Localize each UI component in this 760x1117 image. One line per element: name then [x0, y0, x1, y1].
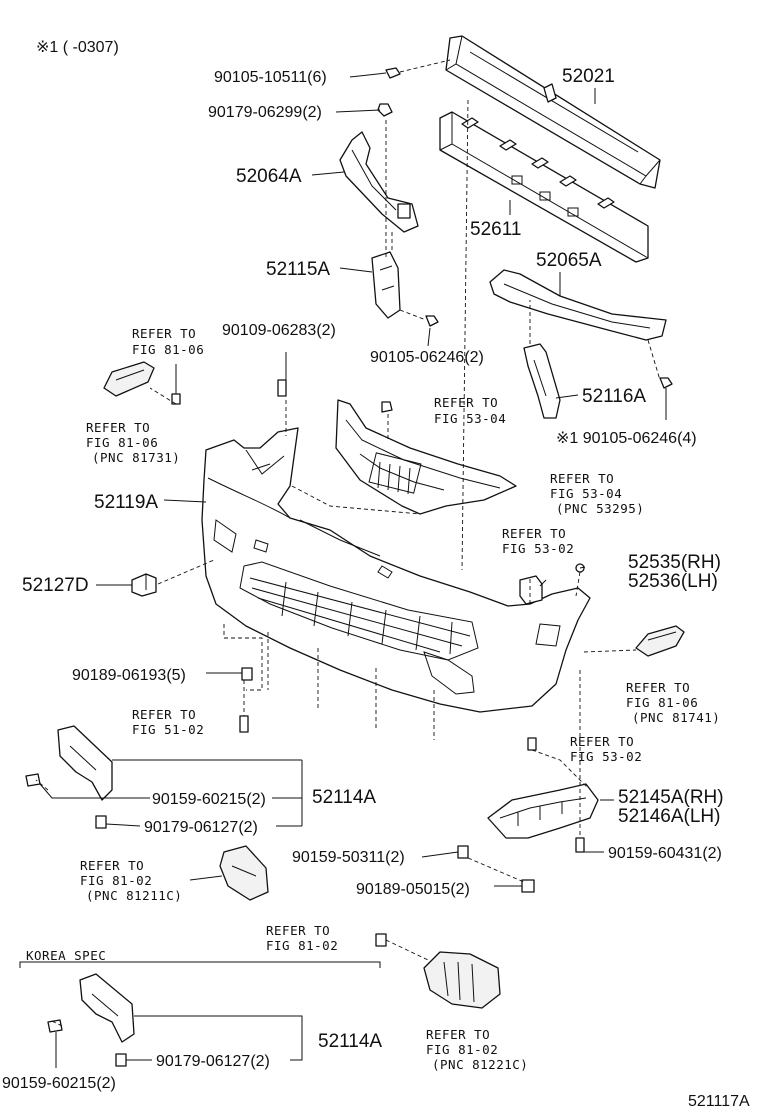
ref-note-81-06-pnc-81731: REFER TO FIG 81-06 (PNC 81731) [86, 420, 180, 465]
fasteners [25, 67, 673, 1067]
callout-labels: ※1 ( -0307) 90105-10511(6) 52021 90179-0… [2, 39, 750, 1110]
callout-90179-06299: 90179-06299(2) [208, 104, 322, 121]
svg-text:FIG 53-02: FIG 53-02 [570, 749, 642, 764]
part-52611-absorber [439, 111, 649, 263]
korea-spec-label: KOREA SPEC [26, 948, 106, 963]
callout-korea-52114A: 52114A [318, 1031, 382, 1052]
callout-90105-06246: 90105-06246(2) [370, 349, 484, 366]
leader-lines [19, 72, 667, 1068]
figure-code: 521117A [688, 1093, 750, 1110]
part-fog-lamp-right [423, 951, 501, 1009]
callout-90159-50311: 90159-50311(2) [292, 849, 405, 866]
callout-52116A: 52116A [582, 386, 646, 407]
reference-notes: REFER TO FIG 81-06 REFER TO FIG 81-06 (P… [80, 326, 720, 1072]
svg-text:REFER TO: REFER TO [80, 858, 144, 873]
callout-52115A: 52115A [266, 259, 330, 280]
svg-text:FIG 81-06: FIG 81-06 [626, 695, 698, 710]
svg-text:FIG 81-06: FIG 81-06 [132, 342, 204, 357]
part-side-marker-right [635, 625, 685, 657]
callout-52535: 52535(RH) [628, 552, 721, 573]
ref-note-53-04-pnc-53295: REFER TO FIG 53-04 (PNC 53295) [550, 471, 644, 516]
callout-52119A: 52119A [94, 492, 158, 513]
callout-52145A: 52145A(RH) [618, 787, 724, 808]
ref-note-81-02-pnc-81221c: REFER TO FIG 81-02 (PNC 81221C) [426, 1027, 528, 1072]
ref-note-81-06-upper: REFER TO FIG 81-06 [132, 326, 204, 357]
svg-text:REFER TO: REFER TO [626, 680, 690, 695]
ref-note-53-02-lower: REFER TO FIG 53-02 [570, 734, 642, 764]
part-korea-52114A-bracket [79, 973, 135, 1043]
callout-52611: 52611 [470, 219, 521, 240]
callout-90105-06246-4: ※1 90105-06246(4) [556, 430, 697, 447]
ref-note-81-06-pnc-81741: REFER TO FIG 81-06 (PNC 81741) [626, 680, 720, 725]
svg-text:FIG 53-02: FIG 53-02 [502, 541, 574, 556]
svg-text:REFER TO: REFER TO [86, 420, 150, 435]
svg-text:(PNC 81211C): (PNC 81211C) [86, 888, 182, 903]
svg-text:(PNC 53295): (PNC 53295) [556, 501, 644, 516]
ref-note-53-02-upper: REFER TO FIG 53-02 [502, 526, 574, 556]
svg-text:FIG 81-02: FIG 81-02 [426, 1042, 498, 1057]
callout-korea-90179-06127: 90179-06127(2) [156, 1053, 270, 1070]
callout-52065A: 52065A [536, 250, 602, 271]
ref-note-81-02-pnc-81211c: REFER TO FIG 81-02 (PNC 81211C) [80, 858, 182, 903]
part-fog-lamp-left [219, 845, 269, 901]
callout-90189-06193: 90189-06193(5) [72, 667, 186, 684]
svg-text:FIG 51-02: FIG 51-02 [132, 722, 204, 737]
svg-text:FIG 81-02: FIG 81-02 [266, 938, 338, 953]
svg-text:(PNC 81741): (PNC 81741) [632, 710, 720, 725]
svg-text:(PNC 81731): (PNC 81731) [92, 450, 180, 465]
svg-text:REFER TO: REFER TO [266, 923, 330, 938]
part-52535-retainer [519, 563, 585, 605]
part-52127D-plug [131, 573, 157, 597]
ref-note-53-04-upper: REFER TO FIG 53-04 [434, 395, 506, 426]
svg-text:REFER TO: REFER TO [434, 395, 498, 410]
callout-52127D: 52127D [22, 575, 89, 596]
part-side-marker-left [103, 361, 155, 397]
callout-90159-60431: 90159-60431(2) [608, 845, 722, 862]
part-52021-reinforcement-bar [445, 35, 661, 189]
svg-text:FIG 53-04: FIG 53-04 [550, 486, 622, 501]
part-52064A-bracket [339, 131, 419, 233]
callout-90159-60215: 90159-60215(2) [152, 791, 266, 808]
part-52119A-bumper-cover [201, 427, 591, 713]
ref-note-51-02: REFER TO FIG 51-02 [132, 707, 204, 737]
callout-52064A: 52064A [236, 166, 302, 187]
ref-note-81-02-upper: REFER TO FIG 81-02 [266, 923, 338, 953]
svg-text:REFER TO: REFER TO [426, 1027, 490, 1042]
part-52145A-retainer [487, 783, 599, 839]
callout-90179-06127: 90179-06127(2) [144, 819, 258, 836]
callout-52114A: 52114A [312, 787, 376, 808]
header-note: ※1 ( -0307) [36, 39, 119, 56]
part-52116A-bracket [523, 343, 561, 419]
part-grille [335, 399, 517, 515]
svg-text:FIG 53-04: FIG 53-04 [434, 411, 506, 426]
callout-52021: 52021 [562, 66, 615, 87]
part-52115A-bracket [371, 251, 401, 319]
assembly-lines [35, 59, 661, 1027]
svg-text:FIG 81-02: FIG 81-02 [80, 873, 152, 888]
callout-90189-05015: 90189-05015(2) [356, 881, 470, 898]
svg-text:REFER TO: REFER TO [550, 471, 614, 486]
part-52114A-bracket [57, 725, 113, 801]
svg-text:REFER TO: REFER TO [502, 526, 566, 541]
svg-text:REFER TO: REFER TO [132, 707, 196, 722]
svg-text:(PNC 81221C): (PNC 81221C) [432, 1057, 528, 1072]
callout-52146A: 52146A(LH) [618, 806, 720, 827]
callout-90105-10511: 90105-10511(6) [214, 69, 327, 86]
callout-52536: 52536(LH) [628, 571, 718, 592]
svg-text:FIG 81-06: FIG 81-06 [86, 435, 158, 450]
callout-korea-90159-60215: 90159-60215(2) [2, 1075, 116, 1092]
part-52065A-bracket [489, 269, 667, 341]
callout-90109-06283: 90109-06283(2) [222, 322, 336, 339]
svg-text:REFER TO: REFER TO [570, 734, 634, 749]
svg-text:REFER TO: REFER TO [132, 326, 196, 341]
